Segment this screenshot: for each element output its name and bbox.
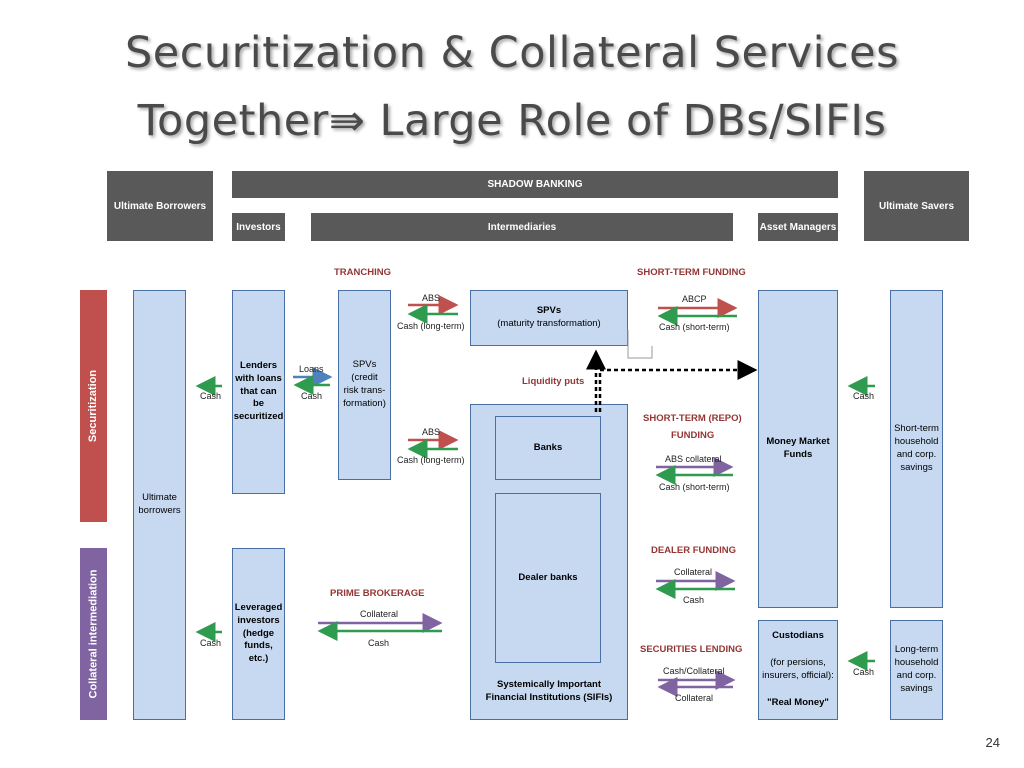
box-long-term-savings: Long-term household and corp. savings bbox=[890, 620, 943, 720]
section-tranching: TRANCHING bbox=[334, 267, 391, 278]
box-sifi-label: Systemically Important Financial Institu… bbox=[485, 679, 613, 704]
section-repo-funding-1: SHORT-TERM (REPO) bbox=[643, 413, 742, 424]
box-banks: Banks bbox=[495, 416, 601, 480]
box-custodians: Custodians (for persions, insurers, offi… bbox=[758, 620, 838, 720]
box-leveraged-investors: Leveraged investors (hedge funds, etc.) bbox=[232, 548, 285, 720]
section-liquidity-puts: Liquidity puts bbox=[522, 376, 585, 387]
sidebar-securitization: Securitization bbox=[80, 290, 107, 522]
label-collateral-sl: Collateral bbox=[675, 693, 714, 703]
box-custodians-title: Custodians bbox=[772, 630, 824, 642]
box-custodians-real: "Real Money" bbox=[767, 697, 829, 709]
header-ultimate-savers: Ultimate Savers bbox=[864, 171, 969, 241]
box-dealer-banks: Dealer banks bbox=[495, 493, 601, 663]
header-asset-managers: Asset Managers bbox=[758, 213, 838, 241]
box-spv-credit: SPVs (credit risk trans- formation) bbox=[338, 290, 391, 480]
label-cash-long-top: Cash (long-term) bbox=[397, 321, 465, 331]
label-abs-mid: ABS bbox=[422, 427, 441, 437]
box-custodians-sub: (for persions, insurers, official): bbox=[762, 657, 834, 681]
label-collateral-dealer: Collateral bbox=[674, 567, 713, 577]
header-ultimate-borrowers: Ultimate Borrowers bbox=[107, 171, 213, 241]
label-cash-dealer: Cash bbox=[683, 595, 705, 605]
box-spv-maturity-title: SPVs bbox=[536, 305, 562, 317]
title-line-1: Securitization & Collateral Services bbox=[124, 28, 900, 78]
label-cash-short-top: Cash (short-term) bbox=[659, 322, 730, 332]
box-lenders-label: Lenders with loans that can be securitiz… bbox=[233, 359, 284, 423]
label-cash-savers-lt: Cash bbox=[853, 667, 875, 677]
title-line-2: Together⇛ Large Role of DBs/SIFIs bbox=[137, 96, 887, 146]
section-securities-lending: SECURITIES LENDING bbox=[640, 644, 743, 655]
label-abs-collateral: ABS collateral bbox=[665, 454, 722, 464]
box-short-term-savings: Short-term household and corp. savings bbox=[890, 290, 943, 608]
box-spv-credit-label: SPVs (credit risk trans- formation) bbox=[343, 359, 386, 409]
label-loans: Loans bbox=[299, 364, 324, 374]
box-ultimate-borrowers: Ultimate borrowers bbox=[133, 290, 186, 720]
sidebar-collateral: Collateral intermediation bbox=[80, 548, 107, 720]
box-ultimate-borrowers-label: Ultimate borrowers bbox=[138, 492, 181, 516]
box-spv-maturity: SPVs (maturity transformation) bbox=[470, 290, 628, 346]
label-cash-spv: Cash bbox=[301, 391, 323, 401]
label-cash-lenders: Cash bbox=[200, 391, 222, 401]
connector-spv-mmf bbox=[627, 330, 653, 359]
box-lt-savings-label: Long-term household and corp. savings bbox=[894, 644, 939, 694]
label-cash-leveraged: Cash bbox=[200, 638, 222, 648]
section-dealer-funding: DEALER FUNDING bbox=[651, 545, 736, 556]
section-prime-brokerage: PRIME BROKERAGE bbox=[330, 588, 425, 599]
label-abs-top: ABS bbox=[422, 293, 441, 303]
box-st-savings-label: Short-term household and corp. savings bbox=[894, 423, 939, 473]
label-cash-pb: Cash bbox=[368, 638, 390, 648]
page-number: 24 bbox=[985, 735, 1000, 750]
label-abcp: ABCP bbox=[682, 294, 707, 304]
box-leveraged-label: Leveraged investors (hedge funds, etc.) bbox=[234, 601, 283, 665]
section-repo-funding-2: FUNDING bbox=[671, 430, 715, 441]
header-shadow-banking: SHADOW BANKING bbox=[232, 171, 838, 198]
header-investors: Investors bbox=[232, 213, 285, 241]
section-short-term-funding: SHORT-TERM FUNDING bbox=[637, 267, 746, 278]
label-cash-long-mid: Cash (long-term) bbox=[397, 455, 465, 465]
label-cash-savers-st: Cash bbox=[853, 391, 875, 401]
label-collateral-pb: Collateral bbox=[360, 609, 399, 619]
box-mmf-label: Money Market Funds bbox=[766, 436, 830, 460]
box-lenders: Lenders with loans that can be securitiz… bbox=[232, 290, 285, 494]
header-intermediaries: Intermediaries bbox=[311, 213, 733, 241]
box-money-market-funds: Money Market Funds bbox=[758, 290, 838, 608]
box-spv-maturity-sub: (maturity transformation) bbox=[497, 318, 601, 329]
arrow-liquidity-put-right bbox=[598, 360, 758, 412]
label-cash-collateral-sl: Cash/Collateral bbox=[663, 666, 725, 676]
label-cash-short-repo: Cash (short-term) bbox=[659, 482, 730, 492]
